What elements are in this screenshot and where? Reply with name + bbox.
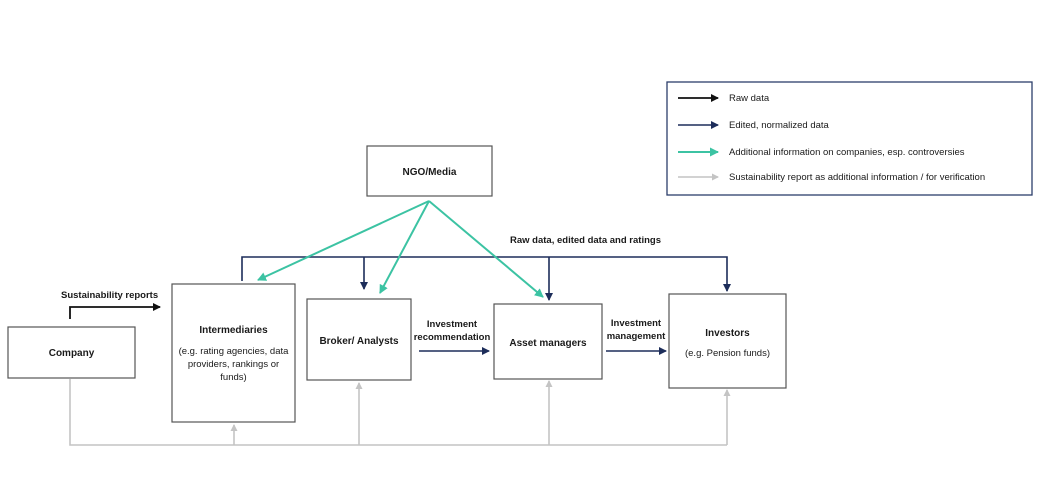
verification-flow [69,379,731,446]
node-ngo-media: NGO/Media [366,145,493,197]
legend-label-additional: Additional information on companies, esp… [729,147,965,158]
legend-box [666,81,1033,196]
legend-item-additional-info: Additional information on companies, esp… [678,147,965,158]
label-raw-edited-ratings: Raw data, edited data and ratings [510,235,661,246]
legend-label-edited: Edited, normalized data [729,120,830,131]
intermediaries-desc-line-1: (e.g. rating agencies, data [179,346,290,357]
legend-item-edited-data: Edited, normalized data [678,120,830,131]
verification-baseline [69,379,727,446]
investors-title: Investors [705,328,750,339]
legend: Raw data Edited, normalized data Additio… [666,81,1033,196]
asset-managers-title: Asset managers [509,338,587,349]
arrow-sustainability-reports [69,303,161,319]
label-investment-recommendation-line-2: recommendation [414,332,491,343]
green-arrow-asset-managers [428,200,544,298]
broker-title: Broker/ Analysts [319,336,399,347]
label-sustainability-reports: Sustainability reports [61,290,158,301]
company-box [7,326,136,379]
intermediaries-title: Intermediaries [199,325,268,336]
edited-data-bracket [241,256,731,292]
ngo-media-box [366,145,493,197]
label-investment-recommendation-line-1: Investment [427,319,478,330]
green-arrow-intermediaries [257,200,430,281]
intermediaries-desc-line-2: providers, rankings or [188,359,279,370]
legend-label-verification: Sustainability report as additional info… [729,172,985,183]
investors-box [668,293,787,389]
edited-data-flow [241,256,731,355]
asset-managers-box [493,303,603,380]
legend-item-raw-data: Raw data [678,93,770,104]
node-company: Company [7,326,136,379]
node-asset-managers: Asset managers [493,303,603,380]
node-broker: Broker/ Analysts [306,298,412,381]
ngo-media-title: NGO/Media [403,167,457,178]
node-intermediaries: Intermediaries (e.g. rating agencies, da… [171,283,296,423]
label-investment-management-line-2: management [607,331,666,342]
legend-item-verification: Sustainability report as additional info… [678,172,985,183]
intermediaries-box [171,283,296,423]
green-arrow-broker [379,200,430,294]
company-title: Company [49,348,95,359]
additional-info-flow [257,200,544,298]
label-investment-management-line-1: Investment [611,318,662,329]
node-investors: Investors (e.g. Pension funds) [668,293,787,389]
legend-label-raw: Raw data [729,93,770,104]
broker-box [306,298,412,381]
investors-desc-line-1: (e.g. Pension funds) [685,348,770,359]
intermediaries-desc-line-3: funds) [220,372,246,383]
